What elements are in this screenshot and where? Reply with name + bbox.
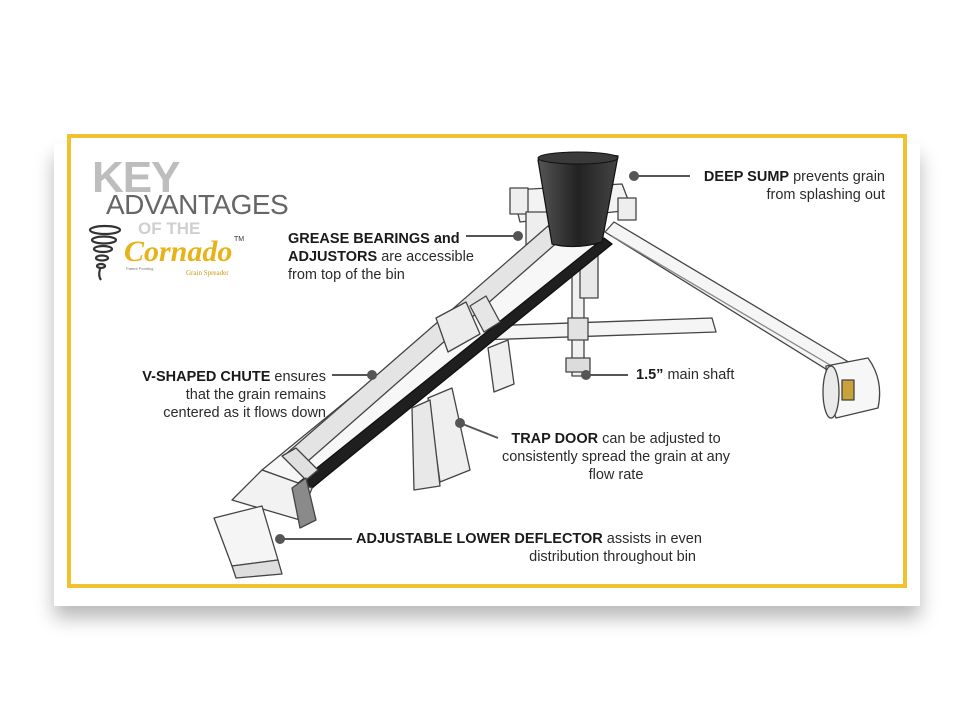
callout-grease-title1: GREASE BEARINGS and xyxy=(288,231,460,247)
lower-deflector xyxy=(213,505,279,567)
tornado-icon xyxy=(88,224,122,281)
callout-deep-sump: DEEP SUMP prevents grain from splashing … xyxy=(680,168,885,204)
callout-trap-title: TRAP DOOR xyxy=(511,431,599,447)
diagram-card xyxy=(67,134,907,588)
logo-ofthe-text: OF THE xyxy=(138,219,201,238)
callout-lower-deflector: ADJUSTABLE LOWER DEFLECTOR assists in ev… xyxy=(356,530,702,566)
callout-deep-sump-line2: from splashing out xyxy=(766,187,885,203)
logo-key-text: KEY xyxy=(92,153,180,202)
callout-shaft-title: 1.5” xyxy=(636,367,664,383)
callout-deflector-line2: distribution throughout bin xyxy=(529,549,696,565)
logo-trademark: TM xyxy=(234,236,245,243)
callout-grease-line1: are accessible xyxy=(377,249,474,265)
callout-main-shaft: 1.5” main shaft xyxy=(636,366,734,384)
callout-chute-line1: ensures xyxy=(270,369,326,385)
callout-grease-line2: from top of the bin xyxy=(288,267,405,283)
callout-trap-line2: consistently spread the grain at any xyxy=(501,449,731,465)
callout-grease-title2: ADJUSTORS xyxy=(288,249,378,265)
callout-deflector-title: ADJUSTABLE LOWER DEFLECTOR xyxy=(356,531,603,547)
callout-chute-line3: centered as it flows down xyxy=(163,405,326,421)
callout-v-chute: V-SHAPED CHUTE ensures that the grain re… xyxy=(120,368,326,422)
logo-subtitle: Grain Spreader xyxy=(186,269,229,277)
cornado-logo: KEY ADVANTAGES OF THE Cornado TM Patent … xyxy=(86,152,289,292)
logo-brand-text: Cornado xyxy=(124,235,233,268)
callout-deflector-line1: assists in even xyxy=(602,531,702,547)
callout-chute-title: V-SHAPED CHUTE xyxy=(142,369,271,385)
callout-deep-sump-title: DEEP SUMP xyxy=(703,169,790,185)
callout-trap-line1: can be adjusted to xyxy=(598,431,721,447)
callout-chute-line2: that the grain remains xyxy=(185,387,326,403)
callout-shaft-line1: main shaft xyxy=(663,367,735,383)
right-arm xyxy=(604,221,863,385)
callout-trap-line3: flow rate xyxy=(588,467,644,483)
callout-deep-sump-line1: prevents grain xyxy=(789,169,885,185)
callout-trap-door: TRAP DOOR can be adjusted to consistentl… xyxy=(484,430,748,484)
logo-tagline: Patent Pending xyxy=(126,266,154,271)
logo-advantages-text: ADVANTAGES xyxy=(106,189,289,220)
callout-grease-bearings: GREASE BEARINGS and ADJUSTORS are access… xyxy=(288,230,474,284)
